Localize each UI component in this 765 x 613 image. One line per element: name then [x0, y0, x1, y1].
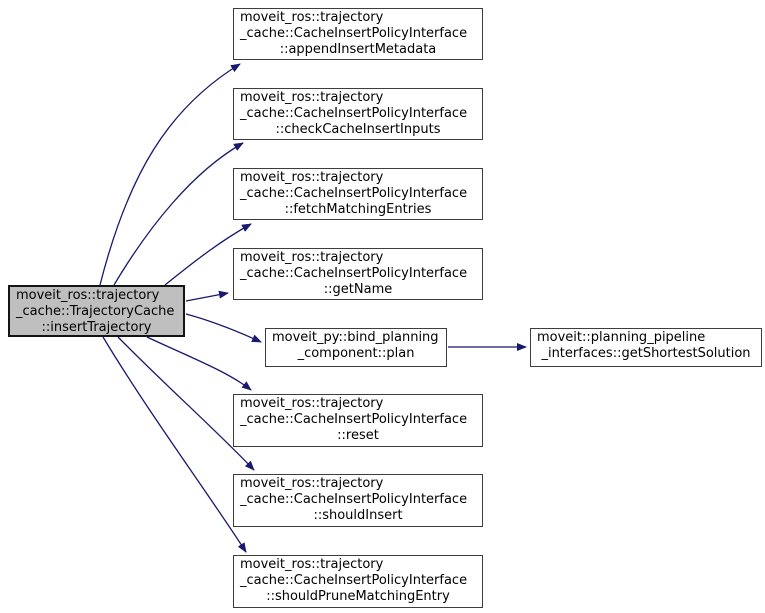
- node-label-line: moveit_ros::trajectory: [240, 557, 384, 572]
- node-label-line: _cache::TrajectoryCache: [16, 304, 175, 319]
- node-label-line: moveit_ros::trajectory: [240, 250, 384, 265]
- node-label-line: ::appendInsertMetadata: [279, 42, 437, 57]
- edge-insertTrajectory-to-appendInsertMetadata: [99, 63, 241, 286]
- node-label-line: ::fetchMatchingEntries: [284, 202, 432, 217]
- node-label-line: ::insertTrajectory: [41, 320, 152, 335]
- node-label-line: _cache::CacheInsertPolicyInterface: [240, 186, 468, 201]
- edge-insertTrajectory-to-shouldPruneMatchingEntry: [102, 336, 247, 553]
- edge-insertTrajectory-to-getName: [185, 290, 229, 302]
- node-label-line: ::reset: [337, 428, 379, 443]
- node-should-insert[interactable]: moveit_ros::trajectory _cache::CacheInse…: [233, 474, 483, 527]
- node-label-line: moveit_ros::trajectory: [240, 170, 384, 185]
- node-label-line: _cache::CacheInsertPolicyInterface: [240, 266, 468, 281]
- node-check-cache-insert-inputs[interactable]: moveit_ros::trajectory _cache::CacheInse…: [233, 88, 483, 140]
- edge-insertTrajectory-to-reset: [146, 336, 252, 391]
- node-label-line: _cache::CacheInsertPolicyInterface: [240, 106, 468, 121]
- node-label-line: moveit::planning_pipeline: [537, 330, 706, 345]
- node-label-line: moveit_ros::trajectory: [240, 476, 384, 491]
- node-label-line: _cache::CacheInsertPolicyInterface: [240, 412, 468, 427]
- node-fetch-matching-entries[interactable]: moveit_ros::trajectory _cache::CacheInse…: [233, 168, 483, 220]
- node-label-line: ::shouldInsert: [313, 508, 403, 523]
- node-should-prune-matching-entry[interactable]: moveit_ros::trajectory _cache::CacheInse…: [233, 555, 483, 608]
- node-label-line: _interfaces::getShortestSolution: [541, 346, 751, 361]
- node-label-line: moveit_ros::trajectory: [240, 90, 384, 105]
- node-label-line: ::shouldPruneMatchingEntry: [266, 589, 450, 604]
- node-plan[interactable]: moveit_py::bind_planning _component::pla…: [265, 328, 447, 367]
- node-label-line: moveit_ros::trajectory: [240, 396, 384, 411]
- node-label-line: moveit_ros::trajectory: [16, 288, 160, 303]
- node-label-line: moveit_ros::trajectory: [240, 10, 384, 25]
- node-label-line: _cache::CacheInsertPolicyInterface: [240, 573, 468, 588]
- node-label-line: ::getName: [323, 282, 393, 297]
- node-label-line: _cache::CacheInsertPolicyInterface: [240, 26, 468, 41]
- node-reset[interactable]: moveit_ros::trajectory _cache::CacheInse…: [233, 394, 483, 447]
- node-label-line: _cache::CacheInsertPolicyInterface: [240, 492, 468, 507]
- node-append-insert-metadata[interactable]: moveit_ros::trajectory _cache::CacheInse…: [233, 8, 483, 60]
- node-insert-trajectory: moveit_ros::trajectory _cache::Trajector…: [8, 285, 185, 337]
- edge-insertTrajectory-to-plan: [185, 313, 262, 343]
- node-label-line: _component::plan: [297, 346, 415, 361]
- edge-insertTrajectory-to-checkCacheInsertInputs: [113, 142, 244, 286]
- node-get-shortest-solution[interactable]: moveit::planning_pipeline _interfaces::g…: [530, 328, 762, 367]
- node-get-name[interactable]: moveit_ros::trajectory _cache::CacheInse…: [233, 248, 483, 300]
- node-label-line: moveit_py::bind_planning: [272, 330, 439, 345]
- node-label-line: ::checkCacheInsertInputs: [275, 122, 441, 137]
